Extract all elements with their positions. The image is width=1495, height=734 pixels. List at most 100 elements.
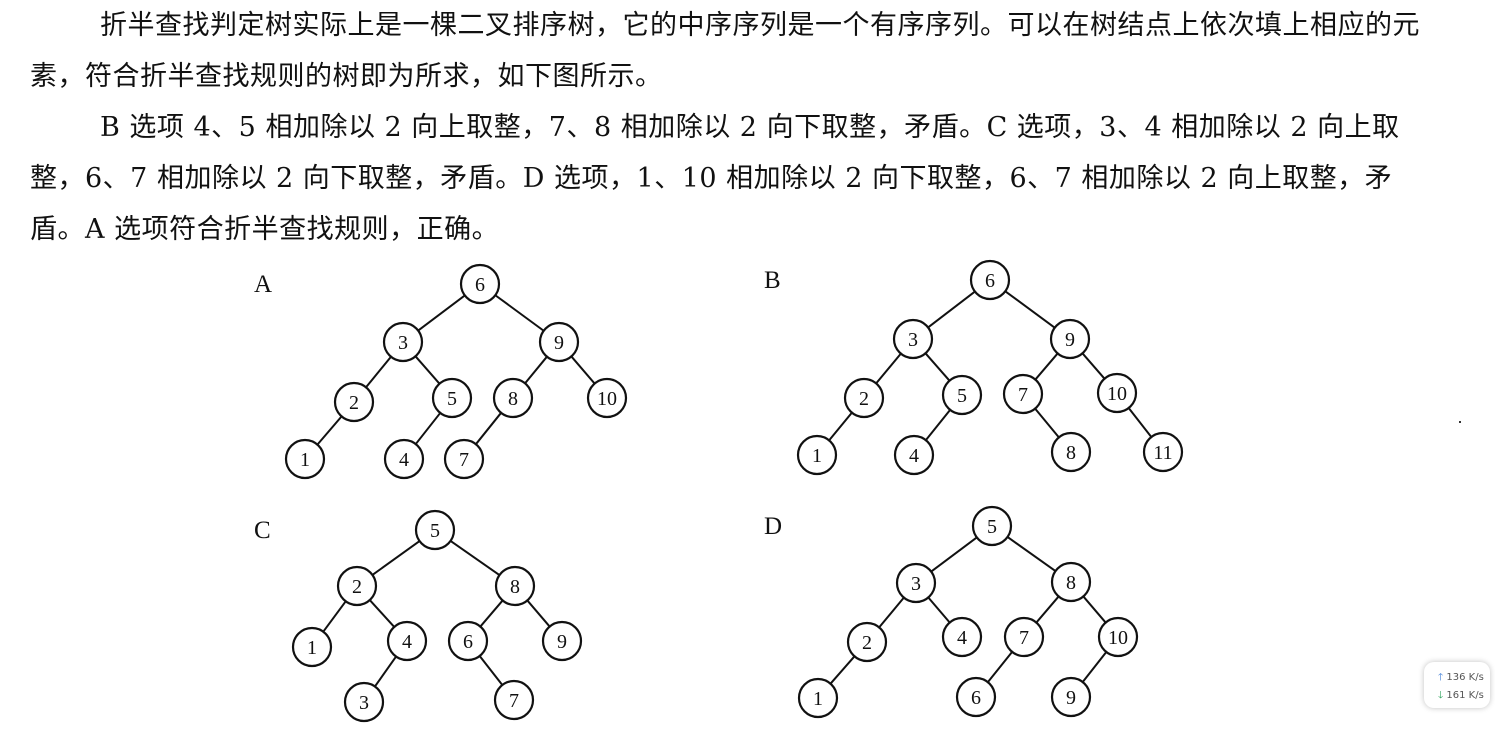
tree-node: 8 [1050, 431, 1092, 473]
node-value: 6 [971, 687, 981, 709]
tree-node: 4 [383, 438, 425, 480]
node-circle [941, 616, 983, 658]
tree-edge [828, 412, 853, 441]
node-value: 9 [557, 631, 567, 653]
node-circle [414, 509, 456, 551]
node-circle [493, 679, 535, 721]
node-circle [1142, 431, 1184, 473]
node-circle [1097, 616, 1139, 658]
node-value: 10 [597, 388, 617, 410]
explanation-paragraph-1: 折半查找判定树实际上是一棵二叉排序树，它的中序序列是一个有序序列。可以在树结点上… [30, 10, 1420, 92]
node-circle [1050, 431, 1092, 473]
node-circle [1050, 676, 1092, 718]
node-value: 2 [862, 632, 872, 654]
tree-edge [987, 651, 1013, 683]
tree-label: D [764, 513, 782, 540]
node-value: 5 [430, 520, 440, 542]
tree-node: 7 [1002, 373, 1044, 415]
tree-edge [524, 356, 548, 384]
tree-node: 5 [414, 509, 456, 551]
tree-node: 7 [493, 679, 535, 721]
node-circle [336, 565, 378, 607]
tree-node: 9 [1049, 318, 1091, 360]
tree-edge [494, 294, 545, 332]
tree-node: 5 [971, 505, 1013, 547]
tree-edge [1127, 407, 1153, 438]
node-value: 4 [399, 449, 409, 471]
tree-node: 9 [541, 620, 583, 662]
tree-label: C [254, 517, 271, 544]
node-circle [955, 676, 997, 718]
node-circle [431, 377, 473, 419]
tree-edge [1081, 352, 1106, 380]
node-value: 8 [1066, 572, 1076, 594]
node-value: 7 [1019, 627, 1029, 649]
tree-node: 6 [955, 676, 997, 718]
tree-edge [526, 599, 551, 628]
tree-edge [927, 596, 951, 624]
node-value: 8 [510, 576, 520, 598]
node-value: 9 [554, 332, 564, 354]
node-value: 8 [508, 388, 518, 410]
node-value: 6 [463, 631, 473, 653]
node-circle [1096, 372, 1138, 414]
tree-edge [1082, 595, 1107, 624]
tree-node: 6 [447, 620, 489, 662]
tree-edge [1006, 536, 1057, 572]
node-value: 4 [402, 631, 412, 653]
tree-edge [930, 536, 978, 573]
tree-edge [875, 352, 902, 385]
node-circle [291, 626, 333, 668]
tree-edge [414, 355, 441, 385]
node-circle [1002, 373, 1044, 415]
node-value: 9 [1065, 329, 1075, 351]
tree-edge [475, 412, 502, 445]
tree-node: 6 [459, 263, 501, 305]
node-value: 4 [909, 445, 919, 467]
node-value: 10 [1107, 383, 1127, 405]
tree-node: 11 [1142, 431, 1184, 473]
node-circle [443, 438, 485, 480]
tree-node: 5 [941, 374, 983, 416]
network-speed-widget[interactable]: 🡑 136 K/s 🡓 161 K/s [1424, 662, 1490, 708]
arrow-up-icon: 🡑 [1438, 672, 1444, 683]
tree-edge [1081, 651, 1108, 683]
tree-node: 1 [284, 438, 326, 480]
node-value: 3 [359, 692, 369, 714]
tree-node: 8 [1050, 561, 1092, 603]
tree-label: A [254, 271, 272, 298]
tree-edge [365, 356, 392, 388]
node-value: 7 [509, 690, 519, 712]
node-value: 6 [985, 270, 995, 292]
tree-edge [878, 596, 905, 629]
node-value: 7 [1018, 384, 1028, 406]
download-speed: 161 K/s [1446, 690, 1484, 701]
tree-node: 2 [846, 621, 888, 663]
node-value: 6 [475, 274, 485, 296]
tree-node: 8 [494, 565, 536, 607]
node-value: 2 [352, 576, 362, 598]
tree-edge [374, 655, 397, 688]
node-value: 8 [1066, 442, 1076, 464]
tree-edge [829, 655, 856, 685]
tree-edge [1004, 290, 1056, 329]
node-value: 2 [859, 388, 869, 410]
arrow-down-icon: 🡓 [1438, 690, 1444, 701]
tree-label: B [764, 267, 781, 294]
node-circle [893, 434, 935, 476]
node-circle [797, 677, 839, 719]
node-value: 3 [908, 329, 918, 351]
node-circle [284, 438, 326, 480]
node-circle [1049, 318, 1091, 360]
node-circle [895, 562, 937, 604]
tree-node: 5 [431, 377, 473, 419]
node-circle [969, 259, 1011, 301]
node-value: 1 [813, 688, 823, 710]
explanation-paragraph-2: B 选项 4、5 相加除以 2 向上取整，7、8 相加除以 2 向下取整，矛盾。… [30, 112, 1400, 245]
tree-node: 10 [1097, 616, 1139, 658]
tree-node: 3 [382, 321, 424, 363]
